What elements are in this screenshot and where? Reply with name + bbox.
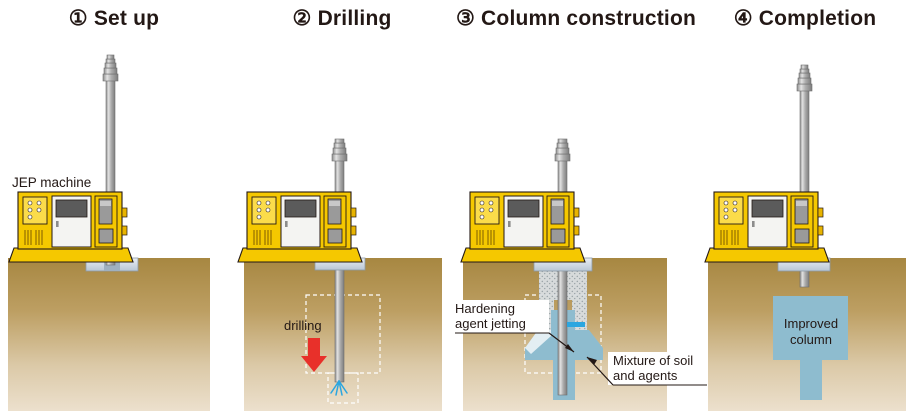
panel-4-title: ④ Completion bbox=[700, 6, 910, 31]
drilling-label: drilling bbox=[284, 318, 322, 333]
mixture-line1: Mixture of soil bbox=[613, 353, 693, 368]
jep-machine bbox=[704, 191, 830, 263]
panel-4-number: ④ bbox=[733, 7, 753, 30]
jep-machine-label: JEP machine bbox=[12, 175, 91, 190]
drill-rod bbox=[102, 54, 119, 266]
panel-1-number: ① bbox=[68, 7, 88, 30]
panel-drilling: ② Drilling bbox=[228, 0, 456, 416]
panel-3-title: ③ Column construction bbox=[441, 6, 711, 31]
panel-4-label: Completion bbox=[758, 7, 877, 30]
drilling-down-arrow bbox=[301, 338, 327, 372]
hardening-agent-callout: Hardening agent jetting bbox=[453, 300, 575, 353]
panel-2-illustration: drilling bbox=[237, 138, 442, 411]
panel-2-title: ② Drilling bbox=[228, 6, 456, 31]
hardening-agent-line2: agent jetting bbox=[455, 316, 526, 331]
mixture-line2: and agents bbox=[613, 368, 678, 383]
panel-4-illustration: Improved column bbox=[704, 64, 906, 411]
panel-3-illustration: Hardening agent jetting Mixture of soil … bbox=[453, 138, 711, 411]
jet-nozzle-indicator bbox=[567, 322, 585, 327]
panel-completion: ④ Completion bbox=[700, 0, 910, 416]
panel-1-label: Set up bbox=[93, 7, 160, 30]
panel-1-title: ① Set up bbox=[0, 6, 228, 31]
soil-ground bbox=[8, 258, 210, 411]
mixture-callout: Mixture of soil and agents bbox=[586, 352, 711, 386]
jep-machine bbox=[8, 191, 134, 263]
improved-column bbox=[773, 296, 848, 400]
panel-2-label: Drilling bbox=[317, 7, 392, 30]
panel-3-label: Column construction bbox=[481, 7, 697, 30]
hardening-agent-line1: Hardening bbox=[455, 301, 515, 316]
drill-rod bbox=[554, 138, 571, 396]
panel-3-number: ③ bbox=[455, 7, 475, 30]
panel-column-construction: ③ Column construction bbox=[441, 0, 711, 416]
panel-2-number: ② bbox=[292, 7, 312, 30]
drill-rod bbox=[796, 64, 813, 288]
jep-machine bbox=[237, 191, 363, 263]
drill-rod bbox=[331, 138, 348, 383]
jet-spray-icon bbox=[330, 380, 348, 396]
panel-set-up: ① Set up bbox=[0, 0, 228, 416]
improved-column-line1: Improved bbox=[784, 316, 838, 331]
improved-column-line2: column bbox=[790, 332, 832, 347]
jep-machine bbox=[460, 191, 586, 263]
panel-1-illustration: JEP machine bbox=[8, 54, 210, 411]
